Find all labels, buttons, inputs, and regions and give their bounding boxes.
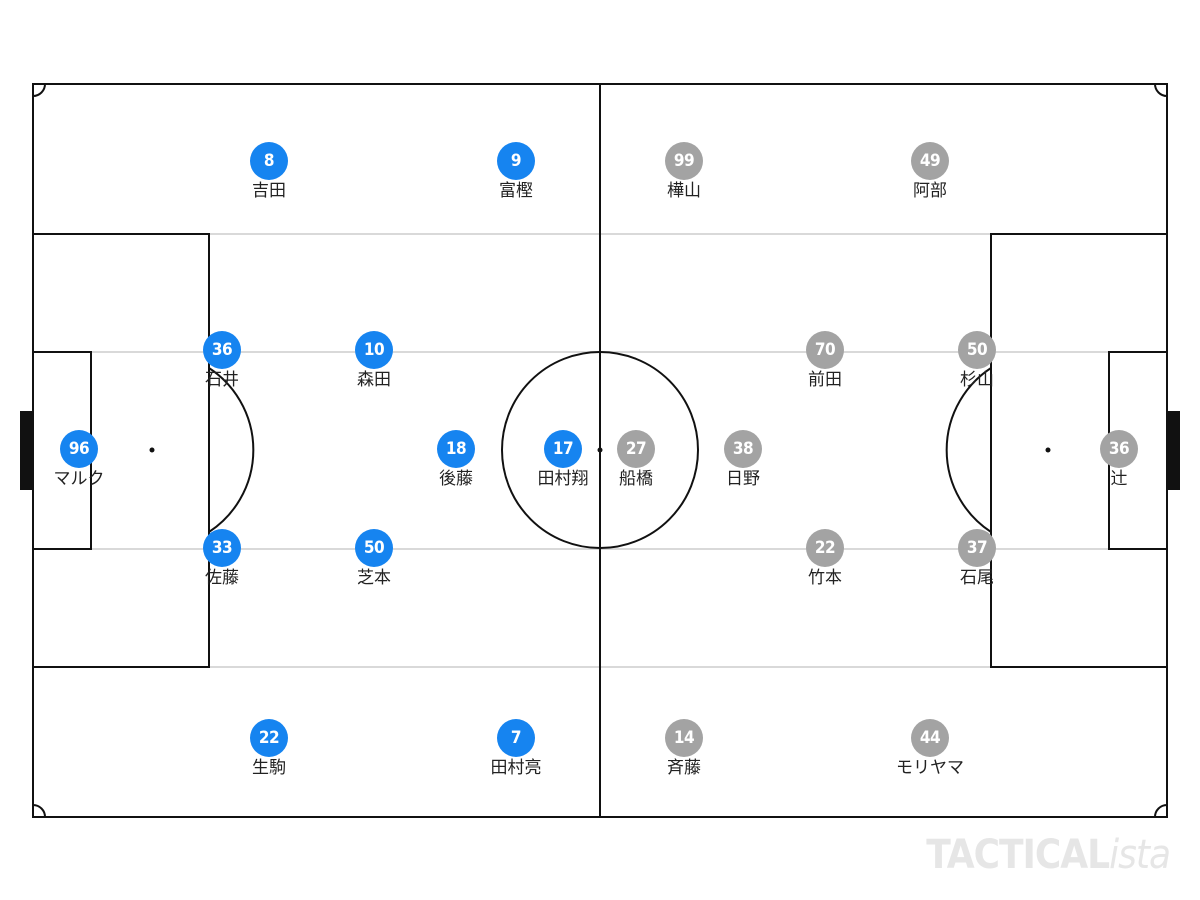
left-goal: [20, 411, 33, 490]
player-number-badge: 8: [250, 142, 288, 180]
player-name: 富樫: [499, 181, 533, 201]
player-name: 斉藤: [667, 758, 701, 778]
player-number-badge: 37: [958, 529, 996, 567]
watermark-main: TACTICAL: [926, 832, 1110, 878]
player-number-badge: 14: [665, 719, 703, 757]
player-name: 樺山: [667, 181, 701, 201]
right-goal: [1167, 411, 1180, 490]
player-name: 生駒: [252, 758, 286, 778]
left-penalty-arc: [208, 367, 255, 533]
player-number-badge: 9: [497, 142, 535, 180]
player-name: 田村翔: [537, 469, 589, 489]
player-name: モリヤマ: [896, 758, 964, 778]
player-number-badge: 10: [355, 331, 393, 369]
player-name: 芝本: [357, 568, 391, 588]
player-name: 石井: [205, 370, 239, 390]
player-name: 後藤: [439, 469, 473, 489]
player-number-badge: 33: [203, 529, 241, 567]
player-number-badge: 38: [724, 430, 762, 468]
corner-arc-tr: [1154, 83, 1168, 97]
corner-arc-br: [1154, 804, 1168, 818]
player-name: 吉田: [252, 181, 286, 201]
corner-arc-bl: [32, 804, 46, 818]
player-name: 竹本: [808, 568, 842, 588]
player-name: 森田: [357, 370, 391, 390]
player-number-badge: 22: [250, 719, 288, 757]
watermark-suffix: ista: [1109, 832, 1171, 878]
right-penalty-arc: [945, 367, 992, 533]
corner-arc-tl: [32, 83, 46, 97]
player-number-badge: 49: [911, 142, 949, 180]
right-penalty-spot: [1045, 447, 1051, 453]
center-circle: [501, 351, 699, 549]
player-number-badge: 44: [911, 719, 949, 757]
player-number-badge: 36: [1100, 430, 1138, 468]
player-name: 石尾: [960, 568, 994, 588]
player-number-badge: 96: [60, 430, 98, 468]
player-number-badge: 27: [617, 430, 655, 468]
player-number-badge: 7: [497, 719, 535, 757]
player-number-badge: 99: [665, 142, 703, 180]
player-name: 杉山: [960, 370, 994, 390]
player-number-badge: 70: [806, 331, 844, 369]
player-name: 田村亮: [490, 758, 542, 778]
left-penalty-spot: [149, 447, 155, 453]
player-name: 佐藤: [205, 568, 239, 588]
tacticalista-watermark: TACTICALista: [926, 832, 1171, 878]
player-number-badge: 50: [355, 529, 393, 567]
player-name: 前田: [808, 370, 842, 390]
player-number-badge: 22: [806, 529, 844, 567]
player-number-badge: 50: [958, 331, 996, 369]
player-name: マルク: [53, 469, 105, 489]
player-number-badge: 17: [544, 430, 582, 468]
center-spot: [597, 447, 603, 453]
player-number-badge: 18: [437, 430, 475, 468]
player-name: 阿部: [913, 181, 947, 201]
player-name: 日野: [726, 469, 760, 489]
spots: [149, 447, 1051, 453]
player-name: 船橋: [619, 469, 653, 489]
player-number-badge: 36: [203, 331, 241, 369]
player-name: 辻: [1110, 469, 1128, 489]
